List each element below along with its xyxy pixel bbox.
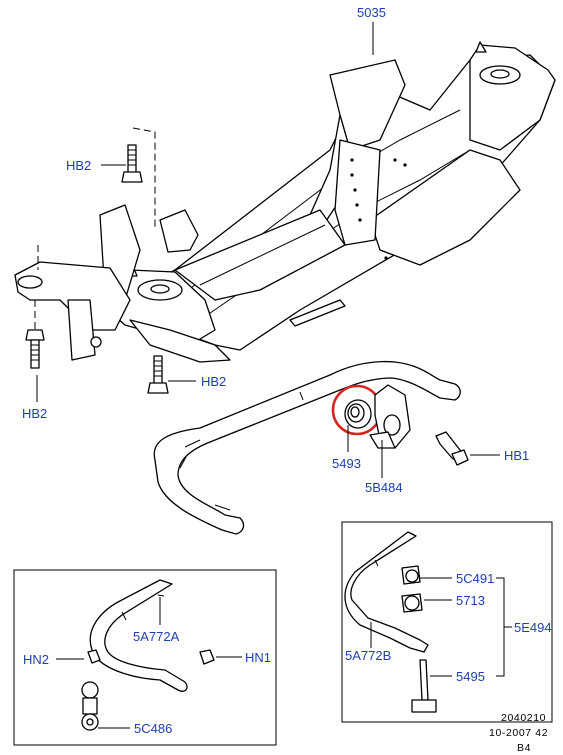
inset-left-parts: [81, 579, 215, 731]
label-hb2-left: HB2: [22, 406, 47, 421]
bracket-5B484: [369, 384, 411, 449]
label-frame: 5035: [357, 5, 386, 20]
label-hn1: HN1: [245, 650, 271, 665]
reference-date: 10-2007 42: [489, 727, 548, 739]
bolt-hb2-mid: [147, 355, 169, 394]
label-link-assy: 5E494: [514, 620, 552, 635]
label-hb1: HB1: [504, 448, 529, 463]
label-hb2-top: HB2: [66, 158, 91, 173]
bushing-5493: [344, 399, 372, 429]
label-link-mid: 5713: [456, 593, 485, 608]
label-link-bottom: 5495: [456, 669, 485, 684]
reference-sheet: B4: [517, 742, 531, 754]
label-hb2-mid: HB2: [201, 374, 226, 389]
label-bracket: 5B484: [365, 480, 403, 495]
label-hn2: HN2: [23, 652, 49, 667]
subframe-5035: [14, 41, 556, 363]
label-link-top: 5C491: [456, 571, 494, 586]
bolt-hb2-top: [121, 144, 143, 183]
label-stab-bar-right: 5A772B: [345, 648, 391, 663]
inset-right-frame: [341, 521, 553, 723]
label-link-left: 5C486: [134, 721, 172, 736]
inset-left-frame: [13, 569, 277, 746]
label-bushing: 5493: [332, 456, 361, 471]
stabilizer-bar: [153, 360, 461, 535]
bolt-hb1: [435, 431, 469, 466]
label-stab-bar-left: 5A772A: [133, 629, 180, 644]
reference-number: 2040210: [501, 712, 546, 724]
inset-right-parts: [344, 531, 437, 713]
bolt-hb2-left: [25, 329, 45, 369]
